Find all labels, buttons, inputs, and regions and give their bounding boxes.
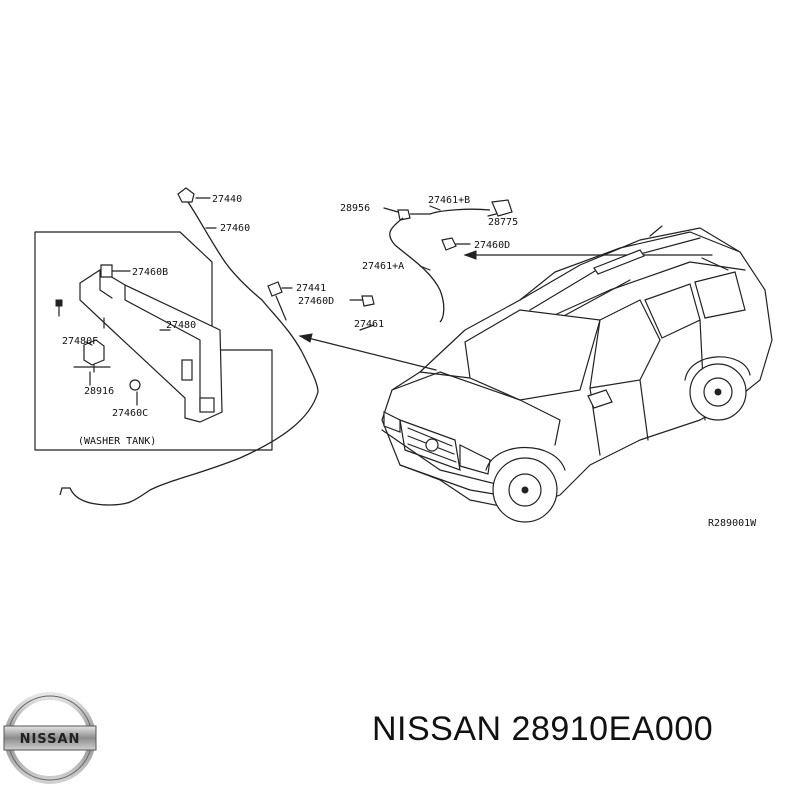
callout-28956: 28956 xyxy=(340,203,370,214)
callout-28916: 28916 xyxy=(84,386,114,397)
inset-label: (WASHER TANK) xyxy=(78,436,156,447)
arrow-left-icon xyxy=(298,333,313,343)
reference-code: R289001W xyxy=(708,518,757,529)
callout-27460d-left: 27460D xyxy=(298,296,334,307)
callout-27440: 27440 xyxy=(212,194,242,205)
callout-27480: 27480 xyxy=(166,320,196,331)
callout-27461b: 27461+B xyxy=(428,195,470,206)
callout-27441: 27441 xyxy=(296,283,326,294)
callout-27461: 27461 xyxy=(354,319,384,330)
nissan-logo: NISSAN xyxy=(3,692,97,784)
front-washer-hose: 28956 27461+B 28775 27460D 27461+A xyxy=(340,195,518,323)
vehicle-illustration xyxy=(381,225,773,523)
pointer-arrows xyxy=(298,250,713,371)
callout-27460b: 27460B xyxy=(132,267,168,278)
nozzle-27440 xyxy=(177,187,195,203)
arrow-left-icon xyxy=(463,250,477,260)
callout-27480f: 27480F xyxy=(62,336,98,347)
washer-tank-inset: 27460B 27480 27480F 28916 27460C (WASHER… xyxy=(34,231,273,451)
washer-tank xyxy=(79,269,223,423)
callout-27461a: 27461+A xyxy=(362,261,404,272)
callout-27460: 27460 xyxy=(220,223,250,234)
rear-washer-hose: 27440 27460 27441 27460D 27461 xyxy=(59,187,384,506)
part-number-title: NISSAN 28910EA000 xyxy=(372,710,714,748)
logo-text: NISSAN xyxy=(20,732,81,747)
callout-28775: 28775 xyxy=(488,217,518,228)
clip-b-icon xyxy=(100,264,113,278)
bolt-icon xyxy=(55,299,63,307)
washer-pump xyxy=(83,339,105,366)
callout-27460c: 27460C xyxy=(112,408,148,419)
grommet-icon xyxy=(129,379,141,391)
callout-27460d-right: 27460D xyxy=(474,240,510,251)
